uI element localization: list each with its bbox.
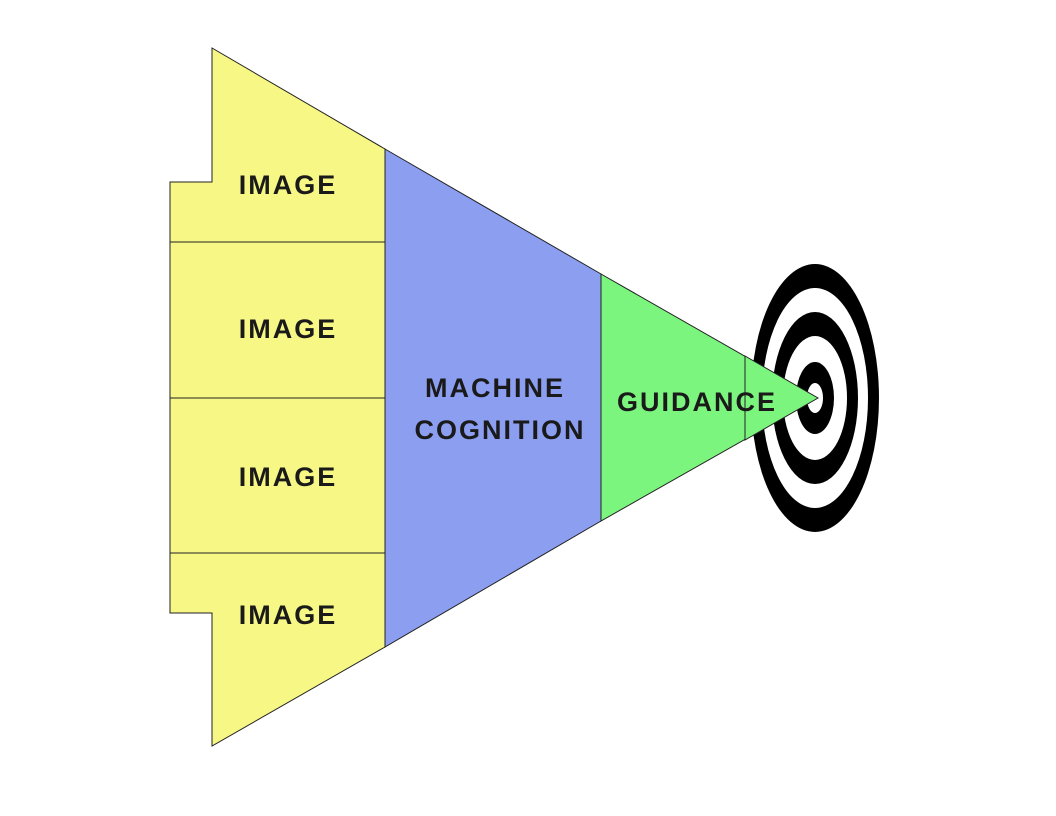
guidance-label: GUIDANCE [617, 387, 777, 417]
image-label-1: IMAGE [239, 170, 338, 200]
guidance-section [600, 273, 820, 522]
cognition-label-line2: COGNITION [415, 415, 586, 445]
cognition-label-line1: MACHINE [425, 373, 565, 403]
image-stack [169, 47, 386, 747]
image-label-3: IMAGE [239, 462, 338, 492]
image-block-4 [169, 552, 386, 747]
guidance-tip [744, 355, 820, 441]
image-label-4: IMAGE [239, 600, 338, 630]
image-label-2: IMAGE [239, 314, 338, 344]
image-block-1 [169, 47, 386, 243]
